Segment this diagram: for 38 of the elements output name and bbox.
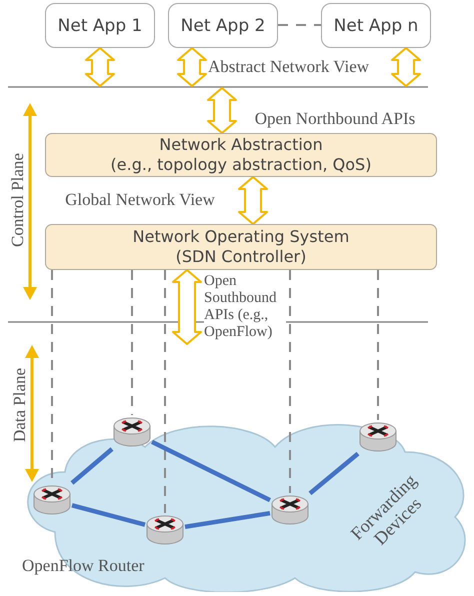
app-box xyxy=(45,3,155,48)
box-title: Network Operating System xyxy=(132,227,350,247)
box-title: Network Abstraction xyxy=(159,135,323,155)
box-subtitle: (e.g., topology abstraction, QoS) xyxy=(110,155,372,175)
dashed-line xyxy=(377,270,379,420)
double-arrow xyxy=(177,47,207,87)
router-label: OpenFlow Router xyxy=(22,556,144,576)
double-arrow xyxy=(85,47,115,87)
layer-box xyxy=(45,133,437,177)
app-box xyxy=(321,3,431,48)
box-label: Net App 1 xyxy=(58,16,142,36)
double-arrow xyxy=(207,87,237,134)
dashed-line xyxy=(164,270,166,513)
router-icon xyxy=(112,415,152,449)
dashed-line xyxy=(131,270,133,415)
layer-box xyxy=(45,224,437,270)
link-line xyxy=(71,503,146,527)
box-label: Net App n xyxy=(334,16,418,36)
dashed-line xyxy=(289,270,291,493)
app-box xyxy=(168,3,278,48)
dashed-line xyxy=(278,24,321,26)
link-line xyxy=(151,440,271,502)
link-line xyxy=(184,510,270,530)
double-arrow xyxy=(391,47,421,87)
double-arrow xyxy=(238,176,268,225)
router-icon xyxy=(270,493,310,527)
edge-label: Open Southbound APIs (e.g., OpenFlow) xyxy=(204,273,286,341)
link-line xyxy=(308,452,360,496)
link-line xyxy=(70,447,114,485)
plane-label: Data Plane xyxy=(10,368,30,442)
router-icon xyxy=(358,420,398,454)
network-view-label: Abstract Network View xyxy=(208,57,370,77)
box-subtitle: (SDN Controller) xyxy=(176,247,306,267)
box-label: Net App 2 xyxy=(180,16,266,36)
router-icon xyxy=(32,483,72,517)
plane-label: Control Plane xyxy=(8,153,28,247)
double-arrow xyxy=(172,269,202,345)
router-icon xyxy=(145,513,185,547)
